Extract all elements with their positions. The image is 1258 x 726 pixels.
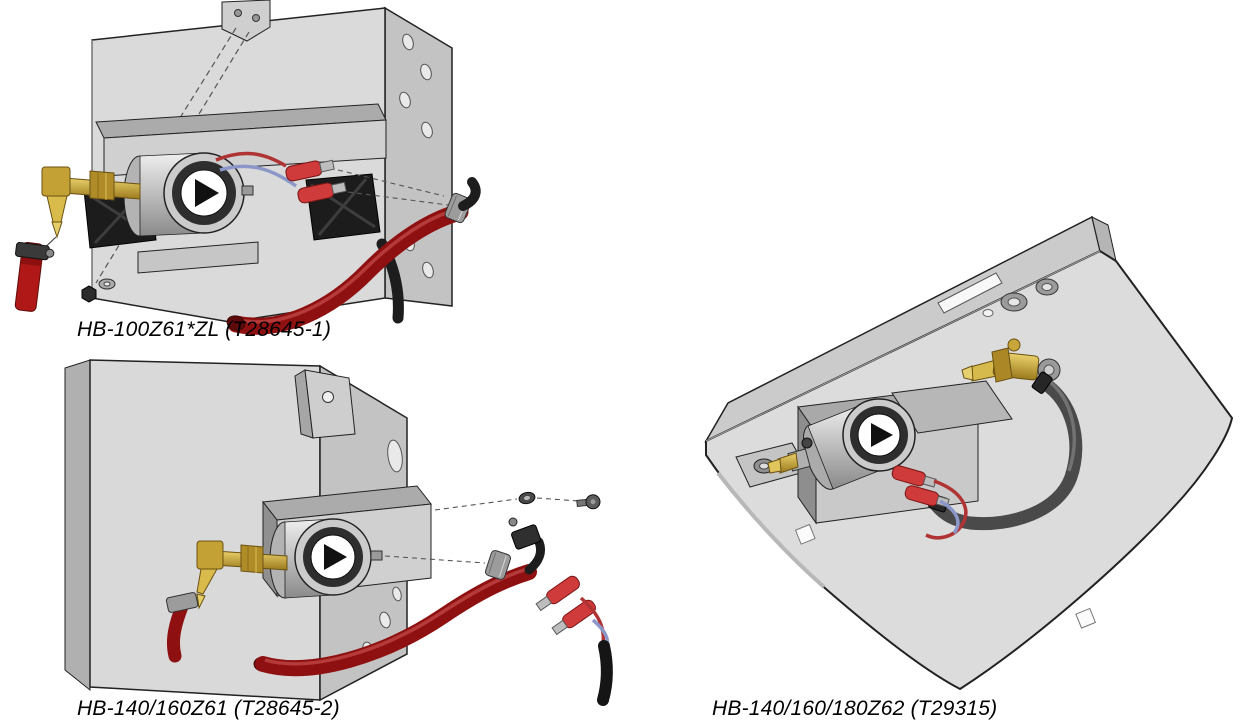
hose-clamp — [485, 550, 511, 580]
fuel-pump — [269, 518, 383, 599]
fuel-valve-red — [14, 241, 55, 312]
wiring-harness — [535, 575, 613, 706]
figure-hb140z61-illustration — [64, 359, 613, 706]
figure-caption-hb100: HB-100Z61*ZL (T28645-1) — [77, 318, 332, 341]
shutoff-valve-brass — [961, 338, 1061, 383]
fuel-hose-red — [226, 203, 469, 335]
figure-caption-hb140z61: HB-140/160Z61 (T28645-2) — [77, 697, 340, 720]
pump-wiring — [215, 151, 449, 206]
fuel-pump — [123, 152, 254, 237]
fastener-screws — [384, 491, 601, 564]
hardware-nut-washer — [81, 278, 116, 303]
pump-connectors-wiring — [891, 465, 968, 540]
pump-rear-fittings — [767, 437, 813, 474]
check-valve — [508, 517, 546, 575]
mounting-tab — [294, 369, 356, 439]
figure-caption-hb140z62: HB-140/160/180Z62 (T29315) — [712, 697, 998, 720]
figure-hb100-illustration — [14, 0, 481, 335]
outlet-elbow-black — [458, 177, 481, 211]
return-hose-clamp — [165, 592, 199, 663]
figure-hb140z62-illustration — [704, 215, 1234, 691]
brass-inlet-fitting — [196, 540, 288, 610]
fuel-pump — [802, 398, 916, 490]
